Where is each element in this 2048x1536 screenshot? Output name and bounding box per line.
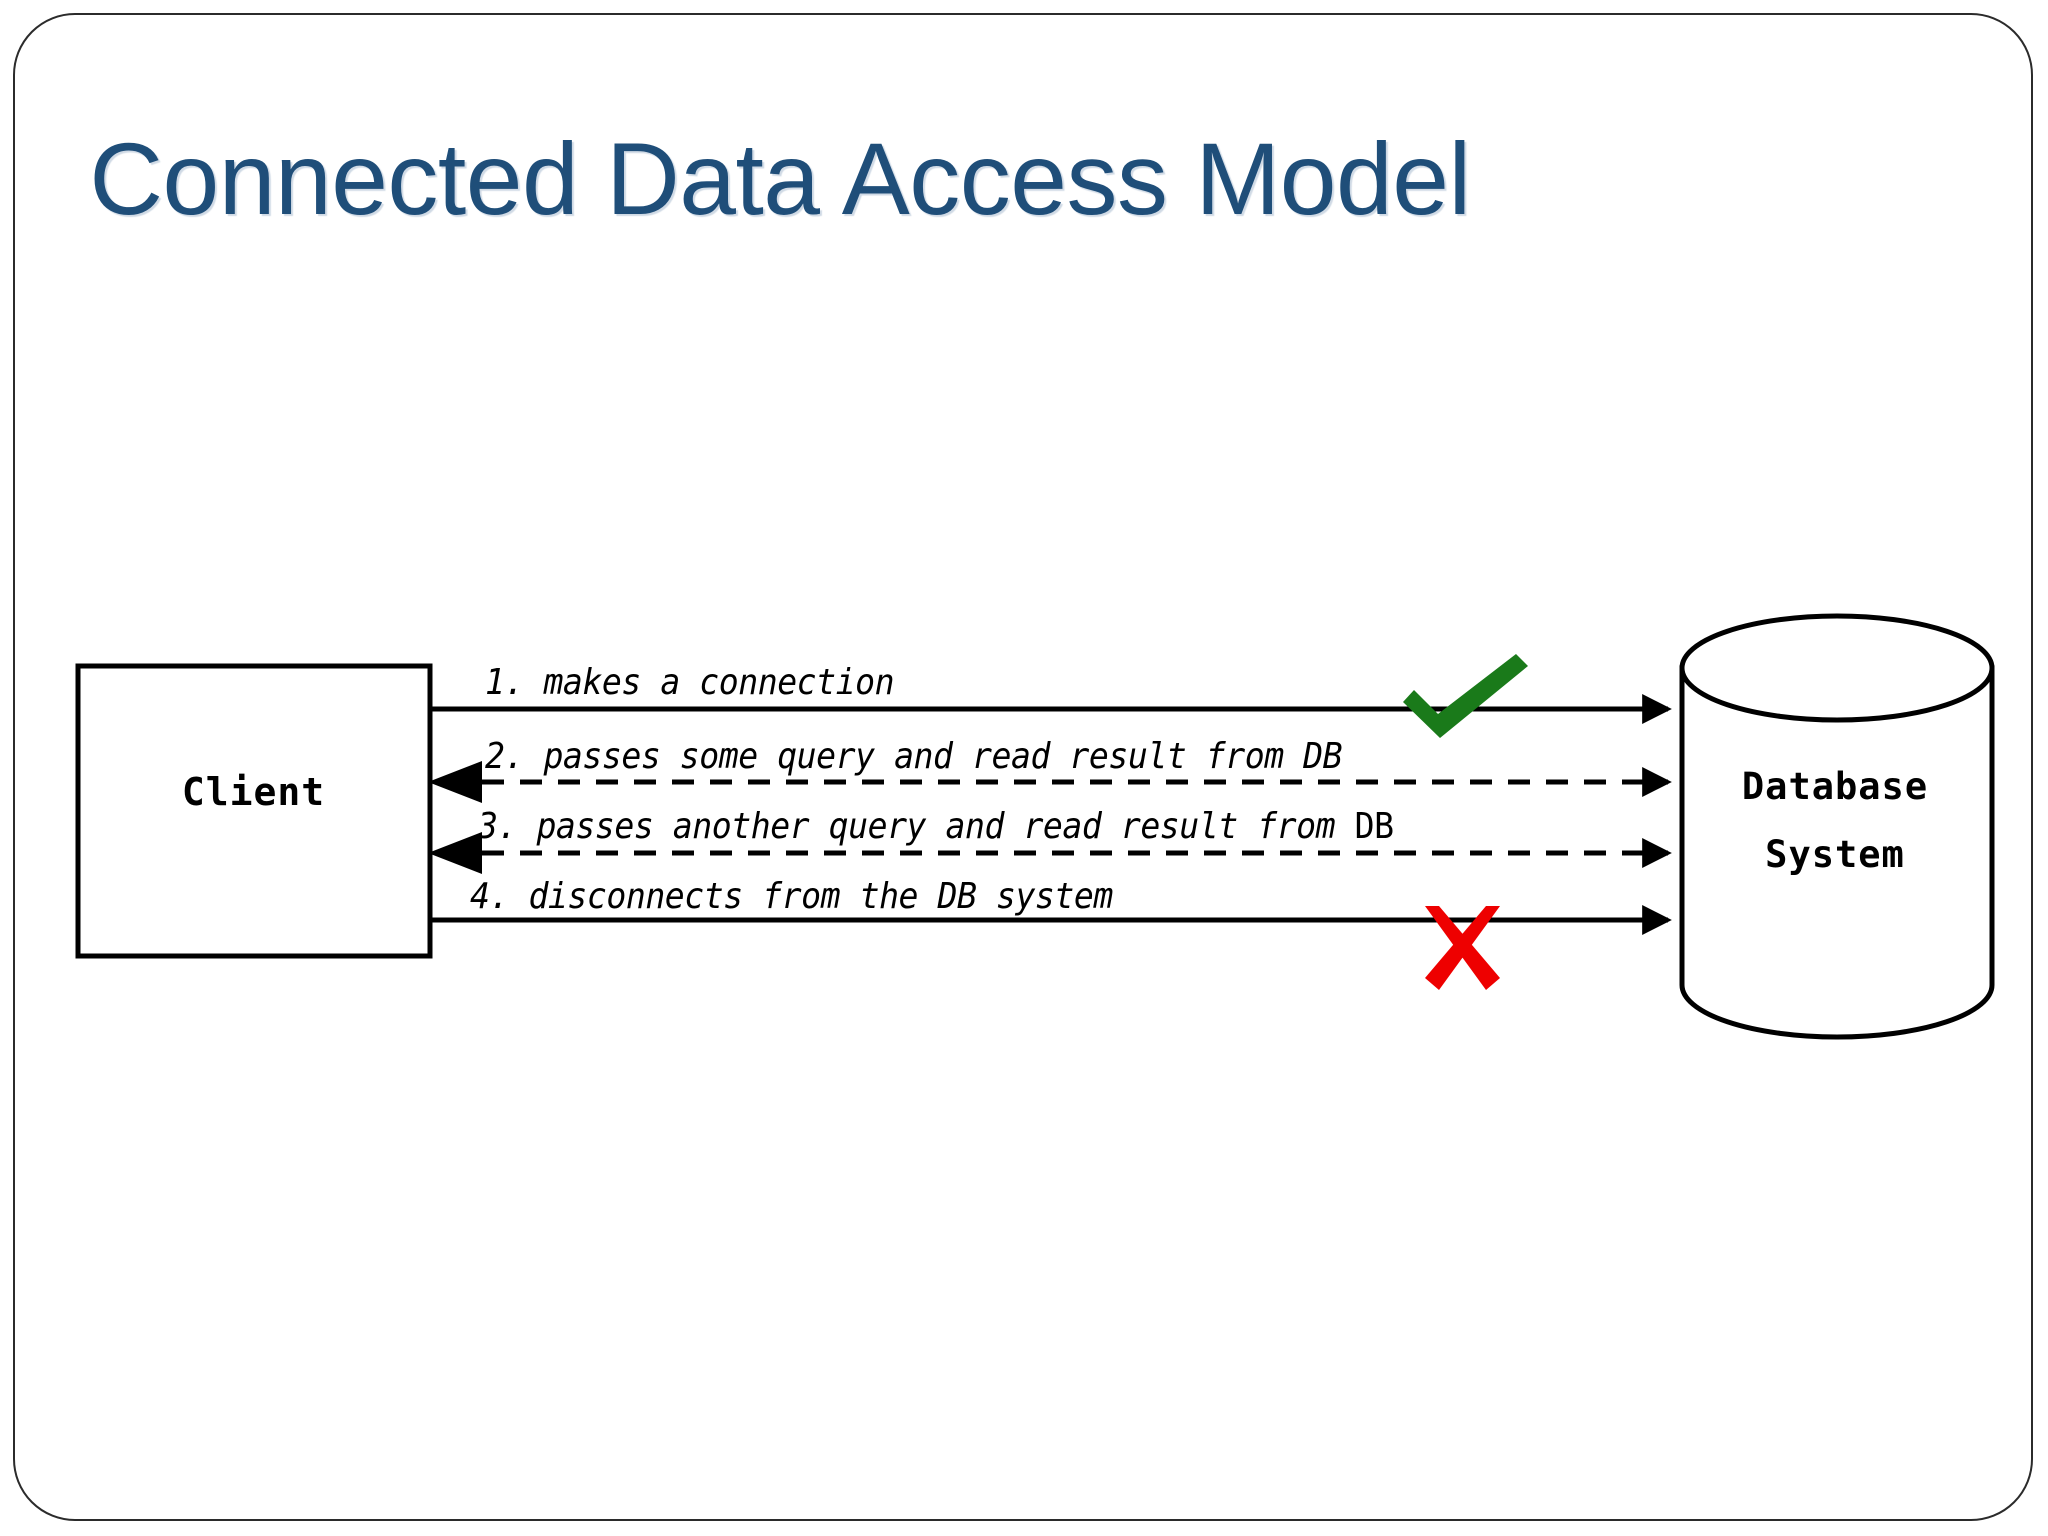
step-label-2: 2. passes some query and read result fro…: [485, 736, 1343, 777]
green-check-icon: [1403, 654, 1528, 738]
step-label-3-upright-part: DB: [1354, 806, 1394, 847]
client-node-label: Client: [181, 770, 326, 814]
flow-arrowhead-step-3-left: [428, 832, 482, 874]
red-cross-icon: [1425, 906, 1500, 990]
step-label-3-italic-part: 3. passes another query and read result …: [478, 806, 1355, 847]
database-node-shape: [1679, 613, 1995, 1040]
flow-arrowhead-step-2-left: [428, 761, 482, 803]
step-label-3: 3. passes another query and read result …: [478, 806, 1394, 847]
step-label-1: 1. makes a connection: [485, 662, 895, 703]
database-node-label-line-2: System: [1765, 833, 1905, 876]
step-label-4: 4. disconnects from the DB system: [470, 876, 1113, 917]
client-node-shape: [75, 663, 433, 959]
database-node-label-line-1: Database: [1741, 765, 1929, 808]
page-title: Connected Data Access Model: [89, 122, 1471, 236]
